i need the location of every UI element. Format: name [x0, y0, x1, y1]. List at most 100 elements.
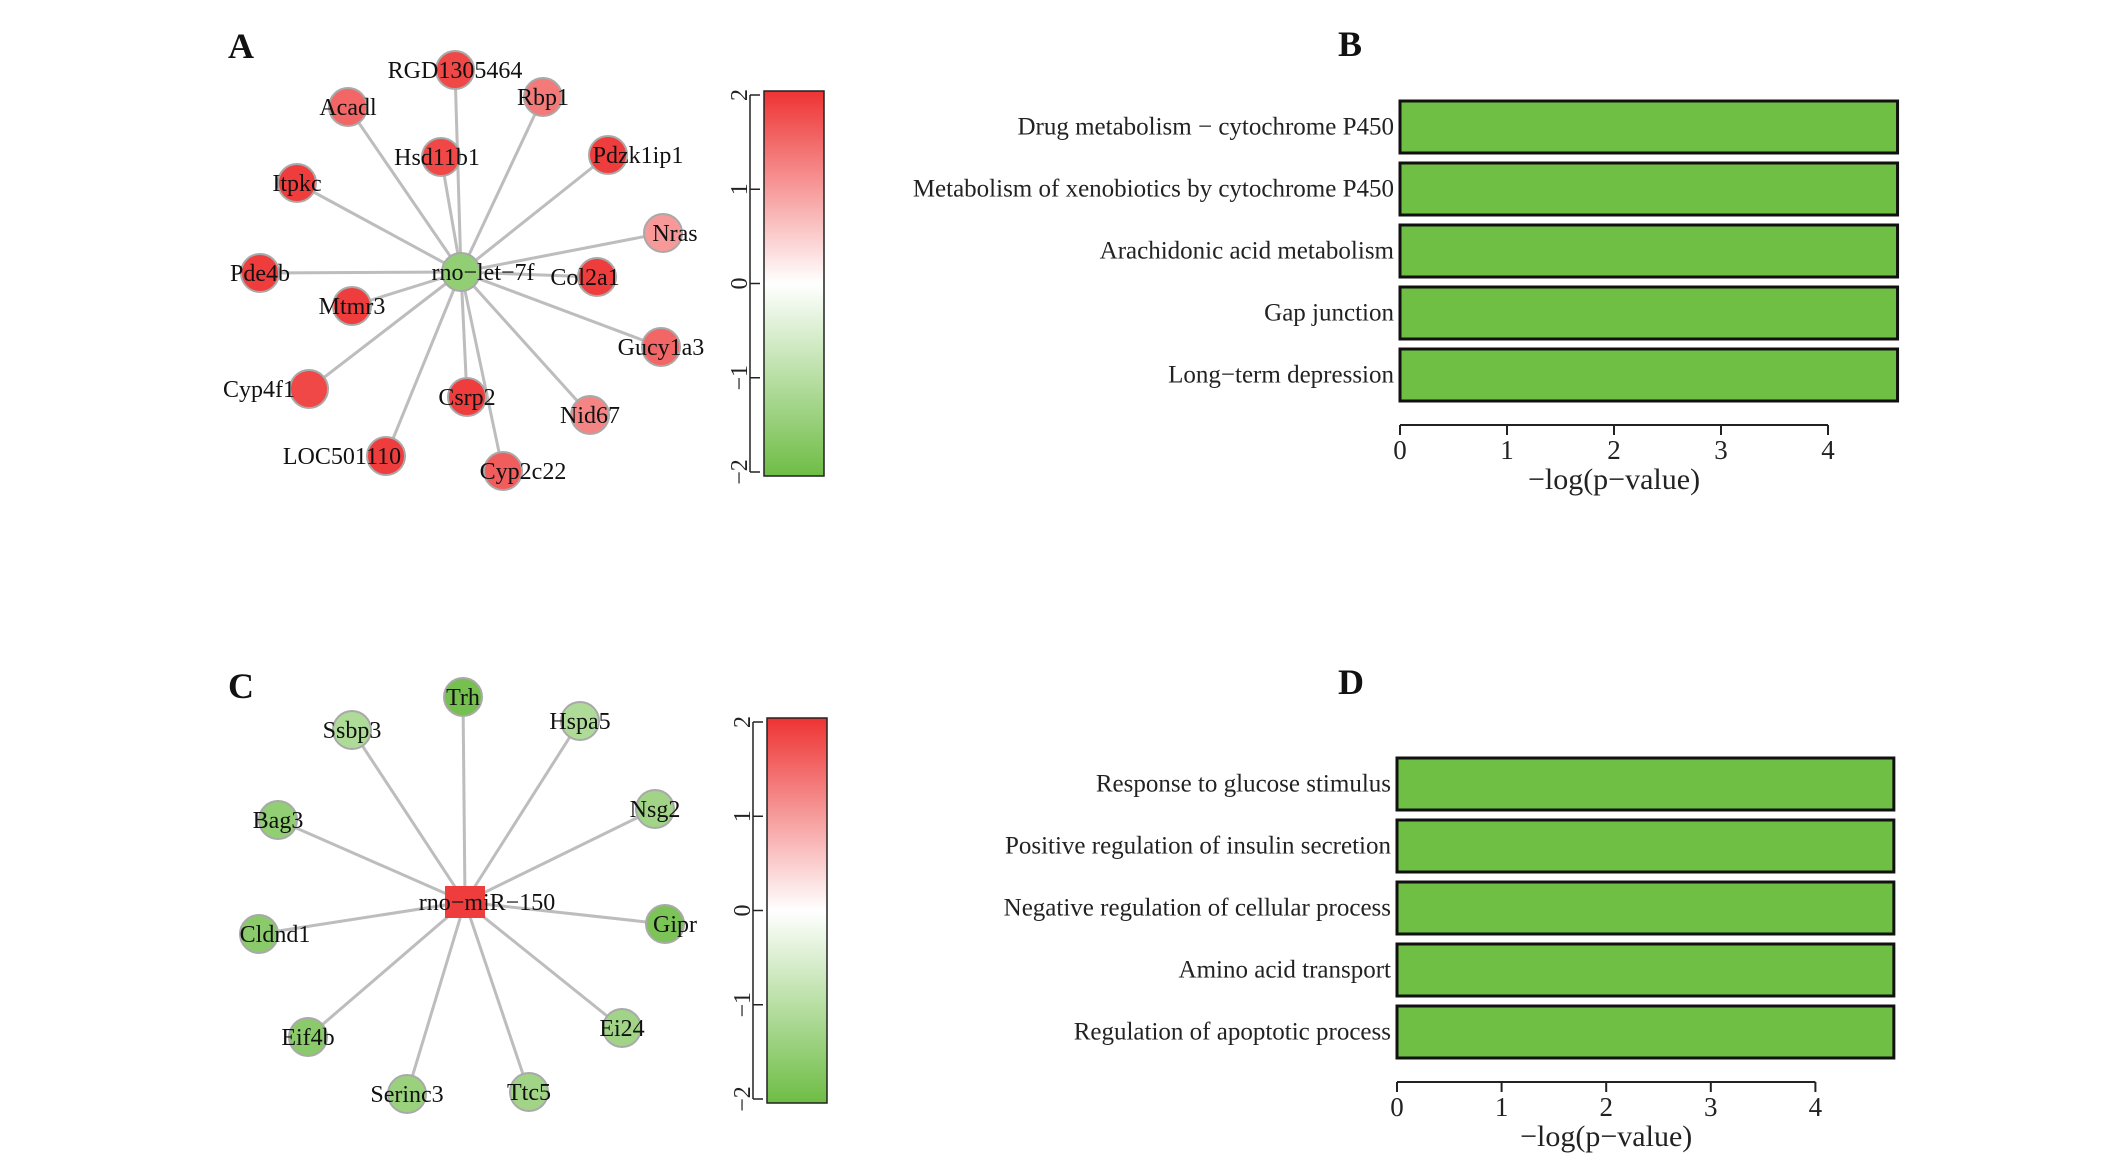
network-a-node: [570, 395, 610, 435]
network-c-edge: [464, 807, 656, 904]
network-a-edge: [459, 96, 545, 273]
color-scale-a-tick-label: 2: [727, 89, 753, 101]
network-a-node: [289, 369, 329, 409]
bar-chart-b-category-label: Arachidonic acid metabolism: [1100, 238, 1395, 265]
network-a-edge: [384, 271, 463, 457]
network-c-node: [509, 1072, 549, 1112]
network-a-node-label: Csrp2: [438, 385, 495, 411]
network-a-node: [483, 451, 523, 491]
bar-chart-b-category-label: Long−term depression: [1168, 362, 1394, 389]
network-a-node: [366, 436, 406, 476]
bar-chart-d-bar: [1395, 756, 1896, 812]
network-c-edge: [464, 900, 623, 1030]
network-c-node-label: Serinc3: [370, 1082, 443, 1108]
network-a-node: [523, 77, 563, 117]
bar-chart-d-x-tick-label: 4: [1809, 1092, 1823, 1122]
bar-chart-b-bar: [1398, 99, 1900, 155]
network-c-edge: [258, 900, 466, 936]
network-a-edge: [308, 270, 462, 391]
bar-chart-d-category-label: Regulation of apoptotic process: [1074, 1019, 1391, 1046]
network-c-node-label: Cldnd1: [240, 922, 311, 948]
network-a-node-label: Hsd11b1: [394, 145, 480, 171]
bar-chart-b-x-tick-label: 2: [1607, 435, 1621, 465]
bar-chart-d-x-axis-title: −log(p−value): [1520, 1120, 1692, 1153]
network-c-edge: [277, 818, 466, 904]
color-scale-c-bar: [766, 717, 828, 1104]
network-c-node-label: Eif4b: [281, 1025, 334, 1051]
network-a-edge: [460, 153, 609, 274]
color-scale-a: 210−1−2: [727, 89, 825, 485]
network-c-node: [443, 677, 483, 717]
panel-letter-b: B: [1338, 24, 1362, 64]
network-a-node-label: Col2a1: [550, 265, 619, 291]
network-c-node-label: Ttc5: [507, 1080, 551, 1106]
network-c-node: [288, 1017, 328, 1057]
bar-chart-d-category-label: Response to glucose stimulus: [1096, 771, 1391, 798]
color-scale-a-tick-label: 0: [727, 278, 753, 290]
network-a-node-label: Cyp4f1: [223, 377, 295, 403]
network-a-node: [435, 50, 475, 90]
network-a-edge: [460, 231, 664, 274]
network-a-node-label: Pdzk1ip1: [593, 143, 684, 169]
network-a-node-label: LOC501110: [283, 444, 401, 470]
network-a-node: [240, 253, 280, 293]
bar-chart-d-x-tick-label: 0: [1390, 1092, 1404, 1122]
network-c-node-label: Nsg2: [630, 797, 681, 823]
bar-chart-d-bar: [1395, 1004, 1896, 1060]
network-a-node: [332, 286, 372, 326]
network-c-node: [635, 789, 675, 829]
network-a-node-label: Cyp2c22: [480, 459, 567, 485]
network-a-node-label: Mtmr3: [319, 294, 386, 320]
network-c-node: [387, 1074, 427, 1114]
bar-chart-d-x-tick-label: 3: [1704, 1092, 1718, 1122]
network-c-hub-label: rno−miR−150: [419, 890, 555, 916]
network-c-edge: [464, 900, 666, 926]
bar-chart-b-bar: [1398, 347, 1900, 403]
network-a-node: [643, 213, 683, 253]
color-scale-c: 210−1−2: [730, 716, 828, 1112]
network-a-node-label: Nras: [652, 221, 697, 247]
bar-chart-d-category-label: Amino acid transport: [1179, 957, 1392, 984]
network-c-edge: [463, 901, 531, 1093]
network-c: TrhHspa5Nsg2GiprEi24Ttc5Serinc3Eif4bCldn…: [239, 677, 697, 1114]
bar-chart-d-bar: [1395, 818, 1896, 874]
network-c-node-label: Ei24: [599, 1016, 644, 1042]
network-c-node-label: Hspa5: [549, 709, 610, 735]
network-a-edge: [460, 270, 598, 279]
color-scale-c-tick-label: 2: [730, 716, 756, 728]
network-c-edge: [307, 900, 466, 1039]
bar-chart-b-x-tick-label: 1: [1500, 435, 1514, 465]
network-c-node: [645, 904, 685, 944]
network-a-node: [277, 163, 317, 203]
color-scale-a-tick-label: −2: [727, 459, 753, 485]
network-c-edge: [350, 729, 467, 903]
network-a-edge: [460, 270, 662, 349]
color-scale-a-bar: [763, 90, 825, 477]
bar-chart-b-x-tick-label: 0: [1393, 435, 1407, 465]
network-a-edge: [346, 106, 463, 273]
bar-chart-b-category-label: Metabolism of xenobiotics by cytochrome …: [913, 176, 1394, 203]
network-a-hub-label: rno−let−7f: [431, 260, 534, 286]
network-c-node: [239, 914, 279, 954]
bar-chart-b-category-label: Gap junction: [1264, 300, 1394, 327]
bar-chart-b-bar: [1398, 223, 1900, 279]
network-c-node-label: Trh: [446, 685, 480, 711]
network-a-edge: [459, 270, 592, 417]
network-a: RGD1305464Rbp1Pdzk1ip1NrasCol2a1Gucy1a3N…: [223, 50, 704, 491]
bar-chart-b: Drug metabolism − cytochrome P450Metabol…: [913, 99, 1900, 496]
network-a-node: [641, 327, 681, 367]
color-scale-a-tick-label: −1: [727, 365, 753, 391]
network-a-node-label: Nid67: [560, 403, 620, 429]
network-a-node-label: Itpkc: [272, 171, 321, 197]
network-a-node: [447, 377, 487, 417]
panel-letter-d: D: [1338, 662, 1364, 702]
network-c-hub-node: [445, 886, 485, 918]
network-c-edge: [461, 696, 467, 903]
network-a-node: [588, 135, 628, 175]
network-a-edge: [453, 69, 463, 273]
bar-chart-b-x-tick-label: 3: [1714, 435, 1728, 465]
network-c-node: [560, 701, 600, 741]
bar-chart-d-bar: [1395, 942, 1896, 998]
